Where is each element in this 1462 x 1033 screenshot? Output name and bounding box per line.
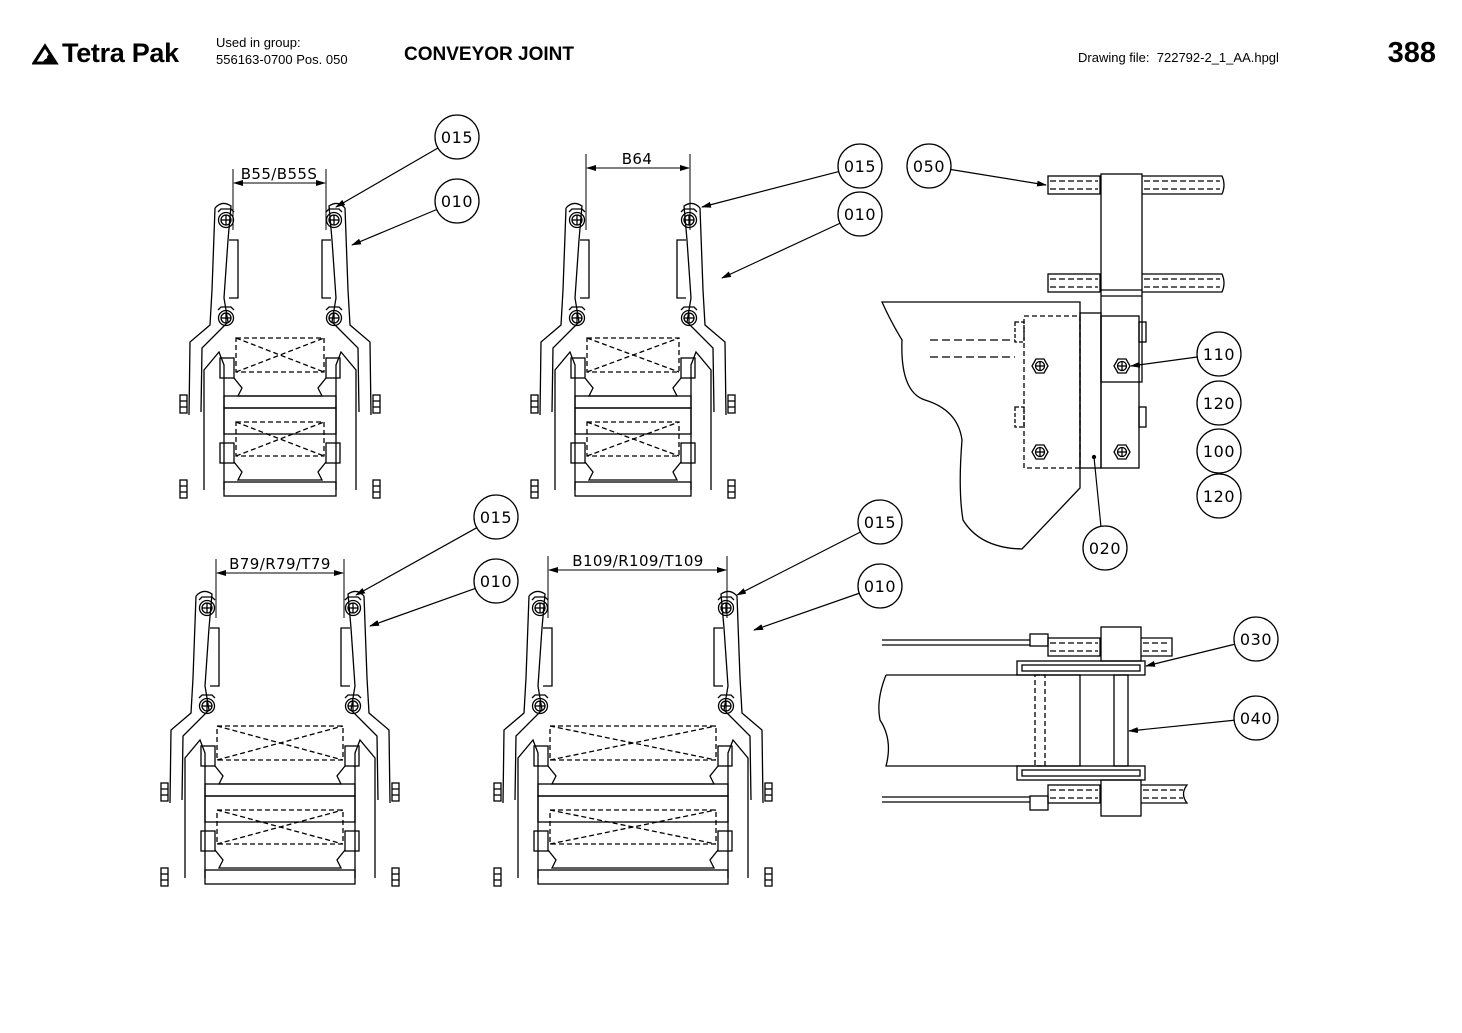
callout-label: 020 [1089,539,1121,558]
dimension-label: B79/R79/T79 [229,555,331,573]
callout-label: 030 [1240,630,1272,649]
dimension-4: B109/R109/T109 [547,552,728,618]
drawing-title: CONVEYOR JOINT [404,44,574,65]
callout-label: 015 [480,508,512,527]
callout-circle [857,563,903,609]
dimension-2: B64 [585,150,691,230]
page-number: 388 [1387,37,1436,69]
callout-040: 040 [1128,695,1279,741]
used-in-group-label: Used in group: [216,35,301,50]
top-view [878,626,1189,817]
callout-020: 020 [1082,456,1128,571]
tetra-pak-logo-icon [32,42,59,64]
leader-line [721,222,841,279]
callout-label: 010 [844,205,876,224]
callout-label: 120 [1203,487,1235,506]
dimension-3: B79/R79/T79 [215,555,345,618]
callout-circle [1233,616,1279,662]
callout-circle [434,114,480,160]
dimension-1: B55/B55S [232,165,327,230]
callout-circle [1196,428,1242,474]
drawing-file-label: Drawing file: [1078,50,1150,65]
leader-line [1093,456,1102,528]
leader-line [1130,356,1198,368]
callout-015: 015 [355,494,519,596]
callout-015: 015 [736,499,903,596]
brand-name: Tetra Pak [62,38,179,68]
callout-label: 110 [1203,345,1235,364]
dimension-label: B64 [622,150,653,168]
drawing-file-value: 722792-2_1_AA.hpgl [1156,50,1279,65]
callout-circle [837,143,883,189]
bolt [1113,444,1131,460]
drawing-header: Tetra Pak Used in group: 556163-0700 Pos… [0,0,1462,100]
used-in-group: Used in group: 556163-0700 Pos. 050 [216,34,348,68]
callout-label: 015 [844,157,876,176]
tetra-pak-logo: Tetra Pak [32,38,179,69]
callout-circle [837,191,883,237]
callout-label: 010 [441,192,473,211]
callout-050: 050 [906,143,1047,189]
leader-line [950,168,1047,187]
callout-circle [1082,525,1128,571]
joint-view-3 [160,590,400,887]
bolt [1031,444,1049,460]
joint-view-4 [493,590,773,887]
leader-line [369,587,476,627]
callout-030: 030 [1145,616,1279,667]
callout-010: 010 [721,191,883,279]
callout-label: 100 [1203,442,1235,461]
callout-010: 010 [369,558,519,627]
callout-120: 120 [1196,473,1242,519]
leader-line [355,527,478,596]
callout-100: 100 [1196,428,1242,474]
joint-view-1 [179,202,381,499]
callout-circle [1233,695,1279,741]
callout-circle [906,143,952,189]
callout-010: 010 [753,563,903,631]
callout-circle [434,178,480,224]
callout-label: 040 [1240,709,1272,728]
bolt [1031,358,1049,374]
callout-label: 010 [480,572,512,591]
callout-015: 015 [701,143,883,208]
callout-circle [1196,380,1242,426]
callout-label: 010 [864,577,896,596]
used-in-group-value: 556163-0700 Pos. 050 [216,52,348,67]
callout-120: 120 [1196,380,1242,426]
callout-circle [857,499,903,545]
leader-line [1128,719,1235,734]
leader-line [1145,643,1235,667]
callout-label: 120 [1203,394,1235,413]
joint-view-2 [530,202,736,499]
callout-110: 110 [1130,331,1242,377]
callout-label: 015 [441,128,473,147]
callout-circle [1196,473,1242,519]
callout-circle [1196,331,1242,377]
callout-circle [473,494,519,540]
callout-label: 050 [913,157,945,176]
leader-line [736,531,861,596]
dimension-label: B109/R109/T109 [572,552,703,570]
dimension-label: B55/B55S [241,165,318,183]
leader-line [701,170,839,208]
leader-line [335,147,439,208]
bolt-110 [1113,358,1131,374]
side-view [880,173,1225,550]
drawing-file: Drawing file: 722792-2_1_AA.hpgl [1078,50,1279,65]
leader-line [753,592,860,631]
callout-010: 010 [351,178,480,246]
leader-line [351,208,437,246]
callout-label: 015 [864,513,896,532]
callout-circle [473,558,519,604]
callout-015: 015 [335,114,480,208]
